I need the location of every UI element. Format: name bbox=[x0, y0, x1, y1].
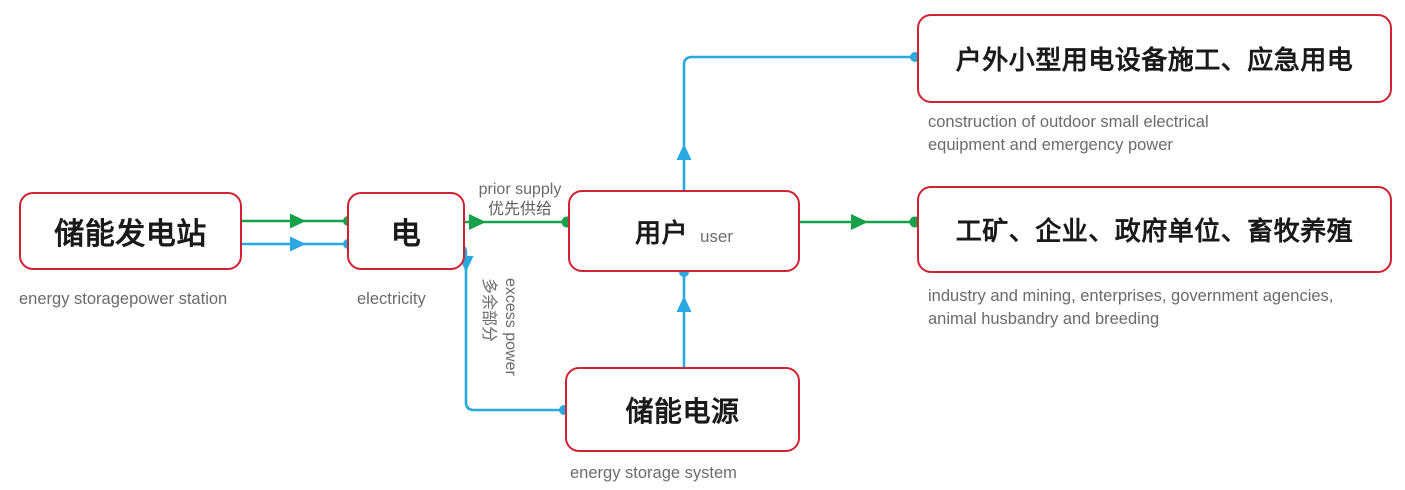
caption-outdoor-usage: construction of outdoor small electrical… bbox=[928, 113, 1209, 154]
caption-electricity: electricity bbox=[357, 290, 426, 308]
edge-label-prior-supply-en: prior supply bbox=[478, 181, 562, 198]
node-electricity[interactable]: 电 bbox=[347, 192, 465, 270]
node-user-sublabel: user bbox=[699, 226, 734, 246]
edge-label-prior-supply-cn: 优先供给 bbox=[487, 201, 552, 218]
edge-user-to-outdoor-blue bbox=[676, 52, 920, 190]
edge-label-prior-supply: prior supply 优先供给 bbox=[470, 180, 570, 220]
node-user[interactable]: 用户 user bbox=[568, 190, 800, 272]
node-outdoor-usage[interactable]: 户外小型用电设备施工、应急用电 bbox=[917, 14, 1392, 103]
edge-label-excess-power-en: excess power bbox=[502, 278, 519, 376]
node-electricity-label: 电 bbox=[390, 218, 422, 251]
node-outdoor-usage-label: 户外小型用电设备施工、应急用电 bbox=[955, 45, 1354, 75]
node-storage-source[interactable]: 储能电源 bbox=[565, 367, 800, 452]
node-user-label-wrap: 用户 user bbox=[635, 213, 733, 250]
node-power-station-label: 储能发电站 bbox=[54, 218, 207, 251]
node-industry-usage-label: 工矿、企业、政府单位、畜牧养殖 bbox=[955, 216, 1354, 246]
node-user-label: 用户 bbox=[634, 217, 688, 248]
edge-station-to-electricity-blue bbox=[242, 236, 353, 252]
node-industry-usage[interactable]: 工矿、企业、政府单位、畜牧养殖 bbox=[917, 186, 1392, 273]
caption-power-station: energy storagepower station bbox=[19, 290, 228, 308]
caption-industry-usage: industry and mining, enterprises, govern… bbox=[928, 287, 1334, 328]
caption-storage-source: energy storage system bbox=[570, 464, 737, 482]
node-storage-source-label: 储能电源 bbox=[625, 395, 740, 427]
node-power-station[interactable]: 储能发电站 bbox=[19, 192, 242, 270]
edge-label-excess-power-cn: 多余部分 bbox=[480, 278, 497, 343]
edge-storage-to-user-blue bbox=[676, 267, 692, 367]
edge-station-to-electricity-green bbox=[242, 213, 353, 229]
edge-user-to-industry-green bbox=[800, 214, 921, 230]
